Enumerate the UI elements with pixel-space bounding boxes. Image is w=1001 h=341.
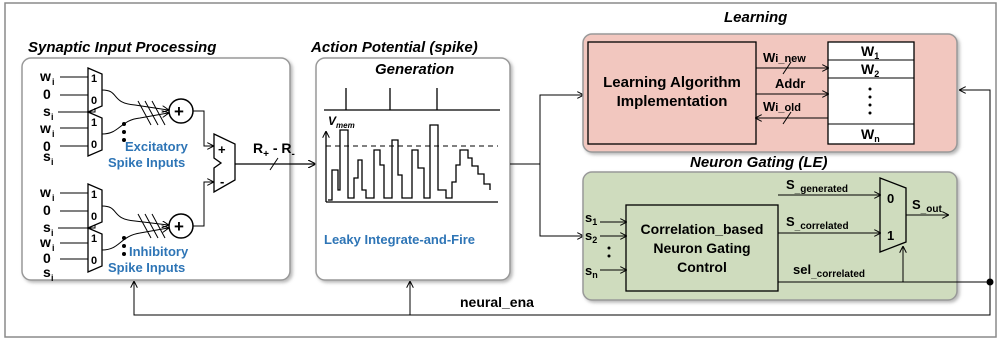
- wi-new-label: Wi_new: [763, 50, 806, 65]
- svg-text:0: 0: [91, 95, 97, 107]
- svg-text:+: +: [218, 142, 226, 157]
- lif-label: Leaky Integrate-and-Fire: [324, 232, 475, 247]
- svg-text:w: w: [39, 234, 51, 250]
- gating-ctrl-line1: Correlation_based: [641, 221, 764, 237]
- learning-algo-line1: Learning Algorithm: [603, 74, 741, 91]
- addr-label: Addr: [775, 76, 805, 91]
- svg-text:s: s: [43, 148, 51, 164]
- svg-text:w: w: [39, 184, 51, 200]
- learning-bus: [756, 61, 828, 125]
- diff-label: R+ - R-: [253, 140, 295, 160]
- svg-text:+: +: [174, 102, 184, 121]
- mem-wn: Wn: [861, 126, 880, 144]
- outer-frame: [4, 2, 997, 338]
- excitatory-mux-1: 1 0: [87, 67, 103, 113]
- spike-train: [324, 88, 500, 111]
- gating-in-s1: s1: [585, 210, 597, 227]
- neural-ena-label: neural_ena: [460, 294, 534, 310]
- membrane-potential-plot: [326, 124, 498, 203]
- diff-bus: [235, 157, 315, 171]
- svg-text:0: 0: [43, 250, 51, 266]
- svg-text:s: s: [43, 264, 51, 280]
- svg-text:-: -: [220, 174, 224, 189]
- gating-control-block: [625, 204, 779, 292]
- inhibitory-label-2: Spike Inputs: [108, 260, 185, 275]
- svg-text:i: i: [51, 273, 54, 283]
- inhibitory-adder: +: [101, 205, 194, 251]
- svg-text:i: i: [51, 157, 54, 167]
- gating-in-s2: s2: [585, 228, 597, 245]
- excitatory-adder: +: [101, 89, 194, 135]
- learning-title: Learning: [724, 9, 787, 26]
- svg-text:i: i: [51, 112, 54, 122]
- svg-text:0: 0: [43, 138, 51, 154]
- gating-title: Neuron Gating (LE): [690, 154, 828, 171]
- mem-w2: W2: [861, 61, 879, 79]
- svg-text:1: 1: [91, 233, 97, 245]
- svg-text:0: 0: [887, 191, 894, 206]
- learning-algo-line2: Implementation: [617, 93, 728, 110]
- gating-ctrl-line3: Control: [677, 259, 727, 275]
- svg-text:i: i: [51, 228, 54, 238]
- svg-text:1: 1: [91, 117, 97, 129]
- svg-text:i: i: [52, 77, 55, 87]
- s-generated-label: S_generated: [786, 177, 848, 195]
- synaptic-panel: [21, 57, 291, 281]
- svg-text:0: 0: [91, 139, 97, 151]
- excitatory-label-2: Spike Inputs: [108, 155, 185, 170]
- svg-text:0: 0: [91, 255, 97, 267]
- synaptic-title: Synaptic Input Processing: [28, 39, 216, 56]
- svg-text:0: 0: [91, 211, 97, 223]
- inhibitory-mux-2: 1 0: [87, 227, 103, 273]
- svg-text:w: w: [39, 120, 51, 136]
- gating-in-sn: sn: [585, 263, 598, 280]
- subtractor: + -: [193, 110, 236, 227]
- excitatory-mux-2: 1 0: [87, 111, 103, 157]
- sel-correlated-label: sel_correlated: [793, 262, 865, 280]
- svg-text:s: s: [43, 103, 51, 119]
- svg-text:+: +: [174, 217, 184, 236]
- inhibitory-mux-1: 1 0: [87, 183, 103, 229]
- mem-w1: W1: [861, 43, 879, 61]
- gating-inputs: [600, 222, 626, 270]
- svg-text:1: 1: [91, 73, 97, 85]
- excitatory-label: Excitatory: [125, 139, 189, 154]
- s-correlated-label: S_correlated: [786, 214, 849, 232]
- svg-text:i: i: [52, 129, 55, 139]
- action-title: Action Potential (spike): [310, 39, 478, 56]
- learning-algorithm-block: [587, 41, 757, 145]
- vmem-label: Vmem: [328, 114, 355, 130]
- weight-memory: [827, 41, 915, 145]
- svg-text:i: i: [52, 243, 55, 253]
- action-panel: [315, 57, 511, 281]
- svg-text:0: 0: [43, 86, 51, 102]
- neural-ena-feedback: [134, 90, 994, 316]
- action-title-2-front: Generation: [375, 61, 454, 78]
- inhibitory-label: Inhibitory: [129, 244, 189, 259]
- s-out-label: S_out: [912, 197, 942, 215]
- svg-text:i: i: [52, 193, 55, 203]
- svg-text:w: w: [39, 68, 51, 84]
- svg-text:1: 1: [91, 189, 97, 201]
- wi-old-label: Wi_old: [763, 99, 801, 114]
- svg-text:s: s: [43, 219, 51, 235]
- gating-ctrl-line2: Neuron Gating: [653, 240, 750, 256]
- svg-text:1: 1: [887, 228, 894, 243]
- svg-text:0: 0: [43, 202, 51, 218]
- spike-out-wires: [510, 95, 583, 236]
